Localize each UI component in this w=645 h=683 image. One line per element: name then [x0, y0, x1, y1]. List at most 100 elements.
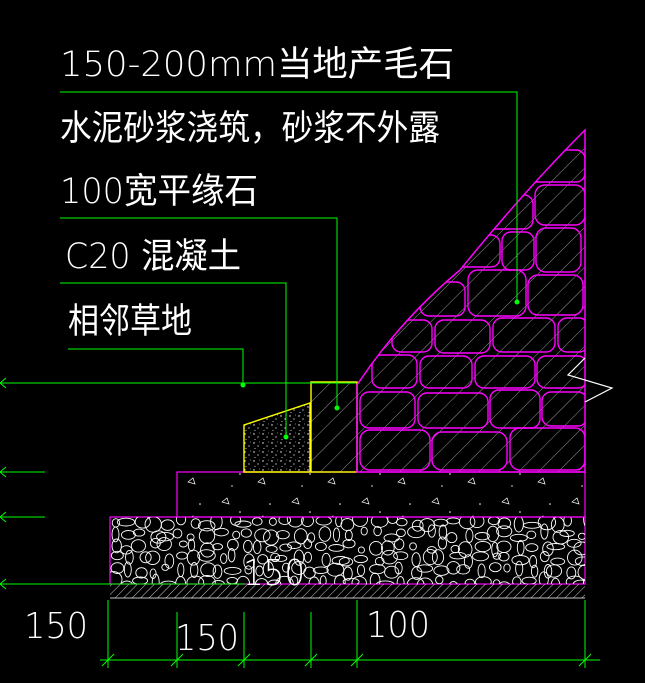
gravel-stone: [190, 518, 201, 529]
gravel-stone: [223, 566, 242, 575]
gravel-stone: [227, 538, 239, 551]
gravel-stone: [394, 561, 403, 575]
gravel-stone: [227, 548, 236, 563]
gravel-stone: [319, 575, 327, 584]
gravel-stone: [393, 551, 409, 561]
gravel-stone: [159, 580, 177, 584]
gravel-stone: [489, 562, 502, 573]
gravel-stone: [545, 564, 563, 578]
gravel-stone: [135, 567, 148, 579]
gravel-stone: [565, 575, 585, 584]
gravel-stone: [373, 526, 382, 537]
gravel-stone: [369, 563, 386, 575]
gravel-stone: [282, 562, 290, 573]
gravel-stone: [176, 551, 188, 560]
annotation-texts: 150-200mm当地产毛石 水泥砂浆浇筑，砂浆不外露 100宽平缘石 C20 …: [60, 45, 454, 342]
gravel-stone: [232, 530, 241, 540]
gravel-stone: [244, 565, 253, 575]
gravel-stone: [396, 576, 405, 584]
gravel-stone: [475, 576, 492, 584]
gravel-stone: [463, 554, 473, 569]
gravel-stone: [419, 518, 436, 533]
gravel-stone: [156, 537, 172, 552]
dimension-bottom-150: 150: [175, 618, 239, 659]
gravel-stone: [486, 525, 500, 543]
gravel-stone: [151, 573, 160, 584]
gravel-stone: [286, 517, 304, 528]
gravel-stone: [456, 564, 471, 575]
gravel-stone: [175, 576, 187, 584]
gravel-stone: [334, 574, 346, 584]
gravel-stone: [515, 560, 524, 577]
gravel-stone: [111, 526, 120, 543]
gravel-stone: [573, 541, 585, 556]
gravel-stone: [110, 550, 124, 561]
gravel-stone: [275, 575, 294, 584]
rubble-stone-wall: [356, 128, 614, 473]
gravel-stone: [326, 562, 345, 577]
dimension-right-100: 100: [366, 605, 430, 646]
gravel-stone: [293, 549, 305, 566]
gravel-stone: [308, 576, 320, 584]
gravel-stone: [409, 542, 417, 551]
gravel-stone: [340, 518, 355, 532]
gravel-stone: [411, 552, 421, 567]
gravel-stone: [321, 552, 331, 567]
gravel-stone: [186, 549, 201, 566]
gravel-stone: [213, 527, 229, 537]
gravel-stone: [376, 580, 395, 584]
gravel-stone: [287, 541, 302, 549]
gravel-stone: [236, 575, 251, 584]
gravel-stone: [529, 555, 538, 569]
gravel-stone: [125, 549, 134, 565]
gravel-stone: [384, 565, 400, 579]
gravel-stone: [546, 543, 566, 551]
gravel-stone: [477, 563, 486, 579]
concrete-cushion: [176, 471, 586, 518]
gravel-stone: [279, 543, 293, 552]
gravel-stone: [469, 517, 485, 529]
gravel-stone: [577, 564, 585, 581]
gravel-stone: [328, 544, 345, 552]
gravel-stone: [539, 551, 550, 563]
gravel-stone: [134, 517, 151, 529]
gravel-stone: [342, 577, 360, 584]
gravel-stone: [526, 530, 537, 539]
gravel-stone: [369, 540, 383, 556]
gravel-stone: [161, 563, 170, 571]
gravel-stone: [446, 517, 461, 525]
gravel-stone: [274, 554, 288, 562]
gravel-stone: [356, 564, 366, 577]
gravel-stone: [307, 532, 316, 543]
gravel-stone: [110, 571, 123, 584]
gravel-stone: [240, 528, 252, 538]
gravel-stone: [220, 553, 228, 564]
gravel-stone: [200, 542, 215, 558]
gravel-stone: [492, 552, 501, 560]
gravel-stone: [433, 518, 449, 527]
gravel-stone: [438, 524, 448, 540]
gravel-stone: [211, 579, 226, 584]
gravel-stone: [267, 579, 282, 584]
gravel-stone: [254, 578, 269, 584]
gravel-stone: [301, 517, 314, 527]
gravel-stone: [540, 523, 549, 540]
gravel-stone: [458, 517, 476, 530]
gravel-stone: [144, 517, 162, 533]
gravel-stone: [130, 539, 146, 553]
gravel-stone: [497, 517, 512, 530]
gravel-stone: [406, 577, 425, 584]
gravel-stone: [234, 520, 252, 528]
gravel-stone: [516, 539, 525, 556]
gravel-stone: [243, 539, 253, 553]
annotation-rubble-stone: 150-200mm当地产毛石: [60, 45, 454, 85]
gravel-stone: [198, 527, 216, 544]
gravel-stone: [357, 546, 365, 554]
gravel-stone: [496, 540, 512, 553]
gravel-stone: [387, 517, 398, 525]
gravel-stone: [407, 525, 426, 539]
gravel-stone: [380, 540, 395, 556]
gravel-stone: [186, 575, 205, 584]
gravel-stone: [472, 551, 489, 562]
leader-lines: [0, 91, 600, 668]
